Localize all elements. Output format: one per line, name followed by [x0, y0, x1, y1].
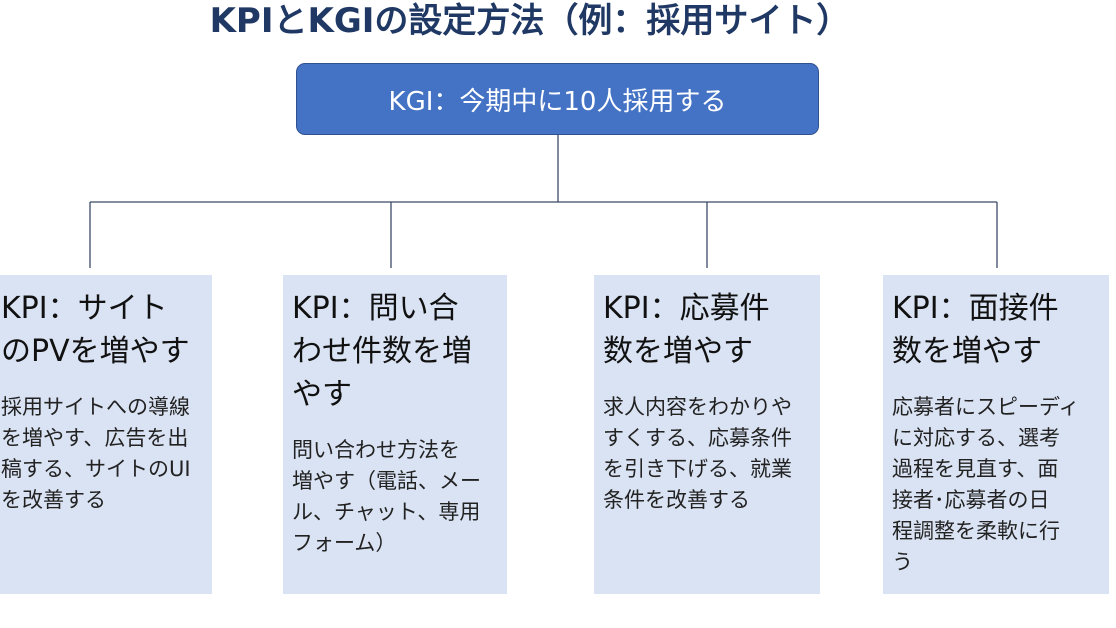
page-title: KPIとKGIの設定方法（例：採用サイト） [209, 1, 851, 41]
kgi-box: KGI：今期中に10人採用する [296, 63, 819, 135]
kpi-title: KPI：問い合 わせ件数を増 やす [292, 291, 472, 412]
kpi-box-applications: KPI：応募件 数を増やす 求人内容をわかりや すくする、応募条件 を引き下げる… [594, 275, 820, 594]
kpi-box-interviews: KPI：面接件 数を増やす 応募者にスピーディ に対応する、選考 過程を見直す、… [883, 275, 1109, 594]
kpi-title: KPI：サイト のPVを増やす [1, 291, 190, 369]
kpi-box-site-pv: KPI：サイト のPVを増やす 採用サイトへの導線 を増やす、広告を出 稿する、… [0, 275, 212, 594]
kpi-description: 応募者にスピーディ に対応する、選考 過程を見直す、面 接者･応募者の日 程調整… [892, 395, 1080, 574]
kpi-title: KPI：面接件 数を増やす [892, 291, 1059, 369]
kpi-title: KPI：応募件 数を増やす [603, 291, 770, 369]
kpi-description: 求人内容をわかりや すくする、応募条件 を引き下げる、就業 条件を改善する [603, 395, 792, 512]
kpi-description: 問い合わせ方法を 増やす（電話、メー ル、チャット、専用 フォーム） [292, 438, 481, 555]
kpi-box-inquiries: KPI：問い合 わせ件数を増 やす 問い合わせ方法を 増やす（電話、メー ル、チ… [283, 275, 507, 594]
kgi-label: KGI：今期中に10人採用する [388, 86, 727, 117]
kpi-description: 採用サイトへの導線 を増やす、広告を出 稿する、サイトのUI を改善する [1, 395, 191, 512]
